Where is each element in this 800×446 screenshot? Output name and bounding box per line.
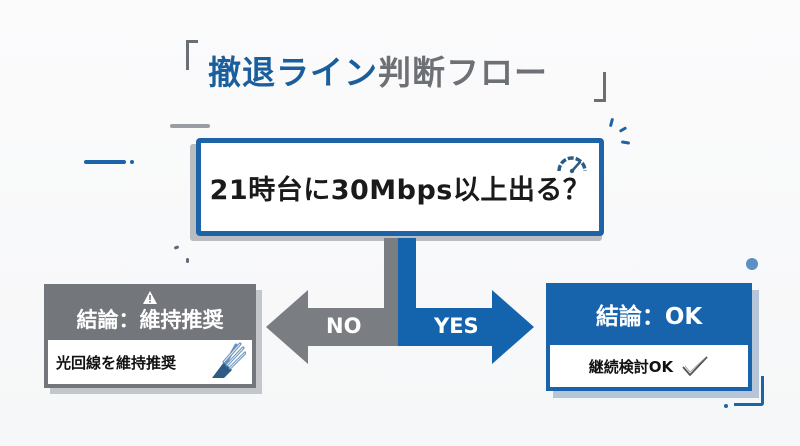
dot-decoration: [186, 258, 189, 263]
dash-decoration: [84, 160, 126, 164]
speedometer-icon: [557, 156, 587, 174]
spark-decoration: [608, 117, 615, 128]
title-block: 撤退ライン判断フロー: [178, 28, 618, 108]
no-outcome-text: 光回線を維持推奨: [56, 353, 177, 372]
no-arrow: NO: [266, 290, 416, 364]
yes-outcome-node: 結論：OK 継続検討OK: [546, 283, 752, 391]
circle-decoration: [746, 258, 758, 270]
title-blue-part: 撤退ライン: [208, 53, 378, 92]
title-gray-part: 判断フロー: [378, 53, 548, 92]
arrow-left-icon: [266, 290, 416, 364]
no-outcome-header: 結論：維持推奨: [44, 284, 256, 340]
dot-decoration: [130, 160, 134, 164]
open-bracket-decoration: [186, 40, 198, 70]
fiber-cable-icon: [212, 342, 246, 378]
question-node: 21時台に30Mbps以上出る？: [196, 138, 604, 236]
no-outcome-node: 結論：維持推奨 光回線を維持推奨: [44, 284, 256, 388]
page-title: 撤退ライン判断フロー: [208, 46, 548, 94]
arrow-right-icon: [398, 290, 534, 364]
warning-icon: [143, 290, 157, 304]
dot-decoration: [724, 404, 728, 408]
spark-decoration: [620, 140, 631, 145]
yes-arrow: YES: [398, 290, 534, 364]
yes-label: YES: [434, 314, 479, 338]
corner-decoration: [734, 376, 764, 406]
no-outcome-body: 光回線を維持推奨: [48, 340, 252, 384]
yes-outcome-header: 結論：OK: [546, 283, 752, 345]
dot-decoration: [173, 245, 180, 250]
no-label: NO: [326, 314, 362, 338]
no-connector: [384, 238, 400, 308]
yes-outcome-heading: 結論：OK: [595, 304, 703, 330]
no-outcome-heading: 結論：維持推奨: [76, 307, 224, 332]
yes-outcome-body: 継続検討OK: [550, 345, 748, 387]
dash-decoration: [170, 124, 210, 128]
spark-decoration: [618, 126, 628, 133]
yes-outcome-text: 継続検討OK: [588, 357, 674, 376]
checkmark-icon: [682, 356, 708, 376]
close-bracket-decoration: [594, 72, 606, 102]
question-text: 21時台に30Mbps以上出る？: [209, 174, 591, 206]
